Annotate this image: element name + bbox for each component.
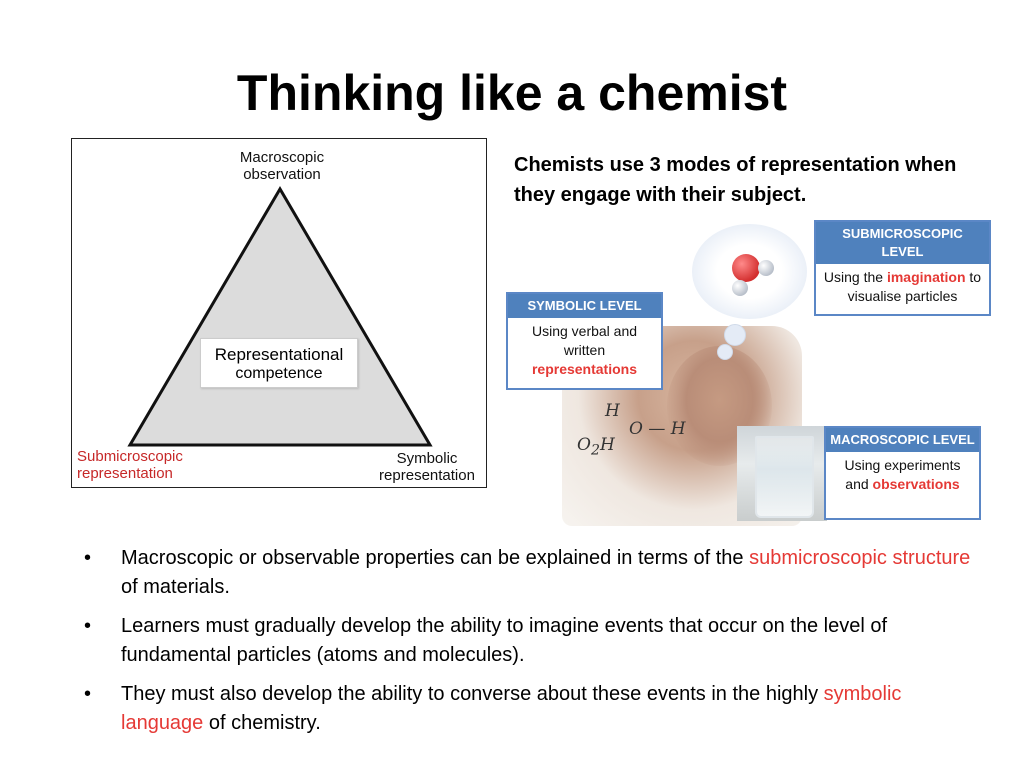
right-label-line-1: Symbolic [396, 450, 458, 467]
thought-bubble-small [717, 344, 733, 360]
macroscopic-level-box: MACROSCOPIC LEVEL Using experiments and … [824, 426, 981, 520]
center-label-line-1: Representational [214, 345, 344, 364]
beaker-photo [737, 426, 827, 521]
macroscopic-level-text: Using experiments and observations [844, 457, 961, 492]
bullet-list: •Macroscopic or observable properties ca… [80, 544, 980, 748]
hydrogen-atom-icon [732, 280, 748, 296]
representational-competence-box: Representational competence [200, 338, 358, 388]
oxygen-atom-icon [732, 254, 760, 282]
macroscopic-level-header: MACROSCOPIC LEVEL [826, 428, 979, 452]
representation-triangle-figure: Macroscopic observation Submicroscopic r… [71, 138, 487, 488]
submicroscopic-level-text: Using the imagination to visualise parti… [823, 269, 982, 304]
intro-text: Chemists use 3 modes of representation w… [514, 154, 957, 206]
triangle-shape [127, 186, 433, 447]
macroscopic-observation-label: Macroscopic observation [222, 149, 342, 183]
top-label-line-1: Macroscopic [239, 149, 325, 166]
slide-title: Thinking like a chemist [236, 65, 788, 121]
bullet-dot: • [84, 683, 92, 705]
bullet-dot: • [84, 615, 92, 637]
bullet-item: •They must also develop the ability to c… [80, 680, 980, 738]
bullet-item: •Learners must gradually develop the abi… [80, 612, 980, 670]
center-label-line-2: competence [235, 365, 323, 382]
right-label-line-2: representation [379, 467, 475, 484]
submicroscopic-level-header: SUBMICROSCOPIC LEVEL [816, 222, 989, 264]
triangle-graphic [127, 186, 433, 447]
symbolic-representation-label: Symbolic representation [367, 450, 487, 484]
symbolic-level-text: Using verbal and written representations [531, 323, 638, 377]
hydrogen-atom-icon [758, 260, 774, 276]
top-label-line-2: observation [243, 166, 321, 183]
submicroscopic-level-box: SUBMICROSCOPIC LEVEL Using the imaginati… [814, 220, 991, 316]
symbolic-level-box: SYMBOLIC LEVEL Using verbal and written … [506, 292, 663, 390]
beaker-icon [755, 436, 814, 518]
thought-bubble-medium [724, 324, 746, 346]
bullet-dot: • [84, 547, 92, 569]
symbolic-level-header: SYMBOLIC LEVEL [508, 294, 661, 318]
left-label-line-2: representation [77, 465, 173, 482]
submicroscopic-representation-label: Submicroscopic representation [77, 448, 227, 482]
bullet-item: •Macroscopic or observable properties ca… [80, 544, 980, 602]
left-label-line-1: Submicroscopic [77, 448, 183, 465]
